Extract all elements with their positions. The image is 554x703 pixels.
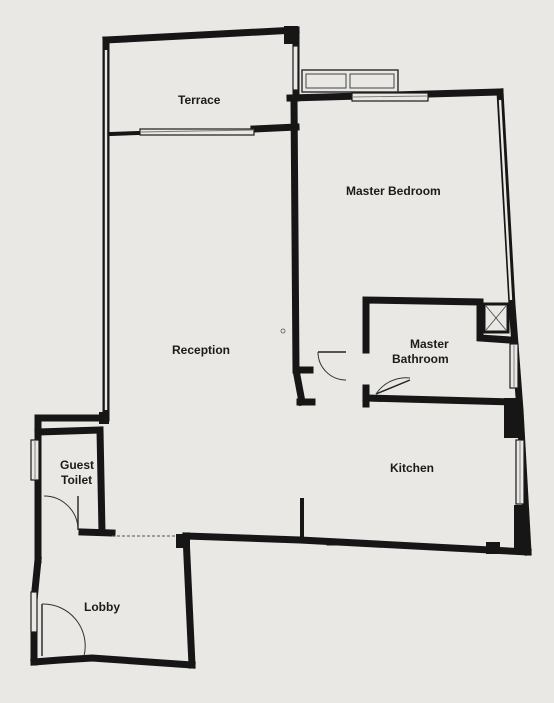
room-label-guest-toilet-line1: Guest	[60, 458, 94, 472]
column	[176, 534, 190, 548]
toilet-door	[43, 495, 79, 531]
bathroom-door	[317, 351, 347, 381]
column	[504, 398, 522, 438]
terrace-north-wall	[102, 26, 300, 44]
entry-door	[41, 603, 86, 657]
south-wall	[182, 532, 532, 556]
wall-inner-line	[498, 99, 513, 301]
bathroom-south-wall	[362, 394, 516, 406]
room-label-master-bathroom-line2: Bathroom	[392, 352, 449, 366]
lobby-east-wall	[182, 532, 196, 669]
lobby-west-window	[30, 591, 38, 633]
terrace-glazing	[139, 128, 255, 136]
column	[284, 26, 298, 44]
ac-ledge	[301, 69, 399, 93]
column	[486, 542, 500, 554]
room-label-lobby: Lobby	[84, 600, 120, 614]
bathroom-window	[509, 343, 519, 389]
toilet-window	[30, 439, 40, 481]
bathroom-inner-door	[375, 377, 411, 395]
terrace-divider-left	[107, 130, 143, 137]
terrace-east-window	[292, 45, 299, 91]
room-label-guest-toilet-line2: Toilet	[61, 473, 92, 487]
shaft-cross	[485, 305, 507, 331]
room-label-master-bedroom: Master Bedroom	[346, 184, 441, 198]
terrace-divider-right	[250, 123, 300, 133]
toilet-north-wall	[34, 426, 106, 536]
room-label-reception: Reception	[172, 343, 230, 357]
shaft-box	[482, 302, 510, 334]
bedroom-window	[351, 92, 429, 102]
bathroom-north-wall	[362, 296, 514, 354]
column	[514, 505, 528, 549]
bedroom-west-wall	[290, 96, 307, 407]
kitchen-window	[515, 439, 525, 505]
room-label-terrace: Terrace	[178, 93, 221, 107]
room-label-kitchen: Kitchen	[390, 461, 434, 475]
column	[99, 412, 109, 424]
ceiling-point	[280, 328, 286, 334]
toilet-south-stub	[78, 528, 116, 537]
room-label-master-bathroom-line1: Master	[410, 337, 449, 351]
lobby-south-wall	[30, 654, 196, 669]
